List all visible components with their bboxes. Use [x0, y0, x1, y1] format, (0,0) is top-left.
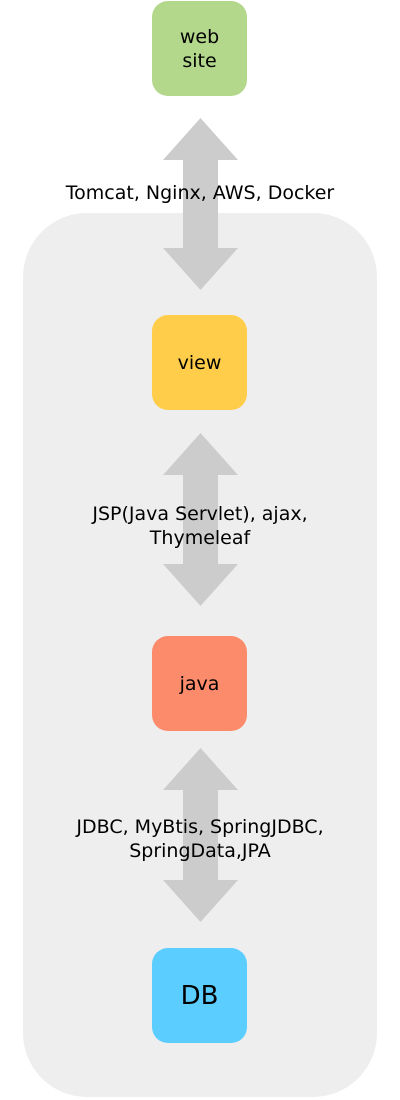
- arrow-shape: [163, 748, 238, 922]
- double-arrow-website-view: [163, 118, 238, 290]
- arrow-shape: [163, 118, 238, 290]
- edge-label-website-view: Tomcat, Nginx, AWS, Docker: [65, 182, 335, 204]
- node-view: view: [152, 315, 247, 410]
- edge-label-java-db: JDBC, MyBtis, SpringJDBC, SpringData,JPA: [76, 816, 324, 862]
- double-arrow-java-db: [163, 748, 238, 922]
- node-website-label: web site: [179, 25, 220, 72]
- node-website: web site: [152, 1, 247, 96]
- node-view-label: view: [177, 351, 222, 374]
- node-db-label: DB: [180, 980, 219, 1011]
- edge-label-view-java: JSP(Java Servlet), ajax, Thymeleaf: [92, 503, 308, 549]
- node-java: java: [152, 636, 247, 731]
- node-java-label: java: [179, 672, 220, 695]
- node-db: DB: [152, 948, 247, 1043]
- double-arrow-view-java: [163, 433, 238, 606]
- arrow-shape: [163, 433, 238, 606]
